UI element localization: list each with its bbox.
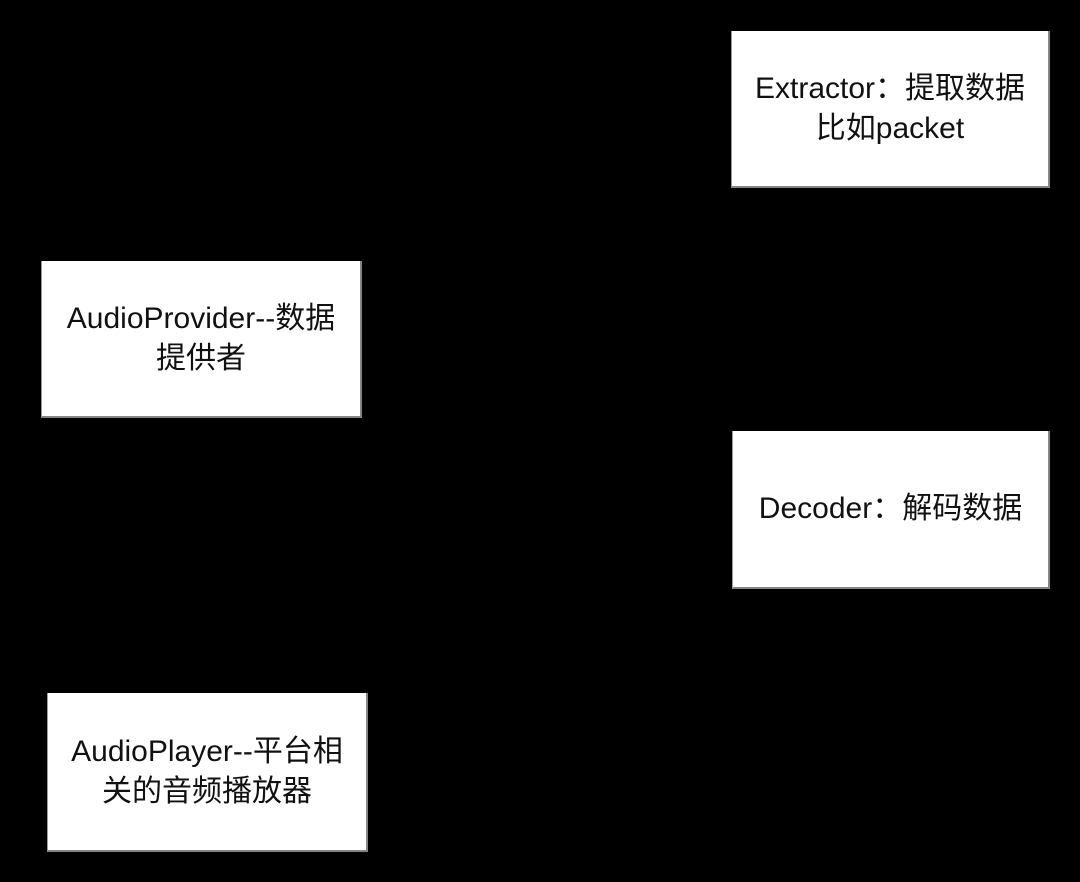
node-extractor-line2: 比如packet [815,111,965,145]
node-audio-player-line1: AudioPlayer--平台相 [71,734,343,768]
node-audio-player: AudioPlayer--平台相 关的音频播放器 [47,693,368,852]
node-audio-provider: AudioProvider--数据 提供者 [41,261,362,418]
node-decoder: Decoder：解码数据 [732,431,1050,589]
node-decoder-line1: Decoder：解码数据 [758,492,1023,525]
node-extractor: Extractor：提取数据 比如packet [731,31,1050,188]
node-audio-player-line2: 关的音频播放器 [102,774,312,808]
node-extractor-line1: Extractor：提取数据 [754,71,1026,105]
node-audio-provider-line1: AudioProvider--数据 [66,301,336,335]
node-audio-provider-line2: 提供者 [156,341,246,375]
